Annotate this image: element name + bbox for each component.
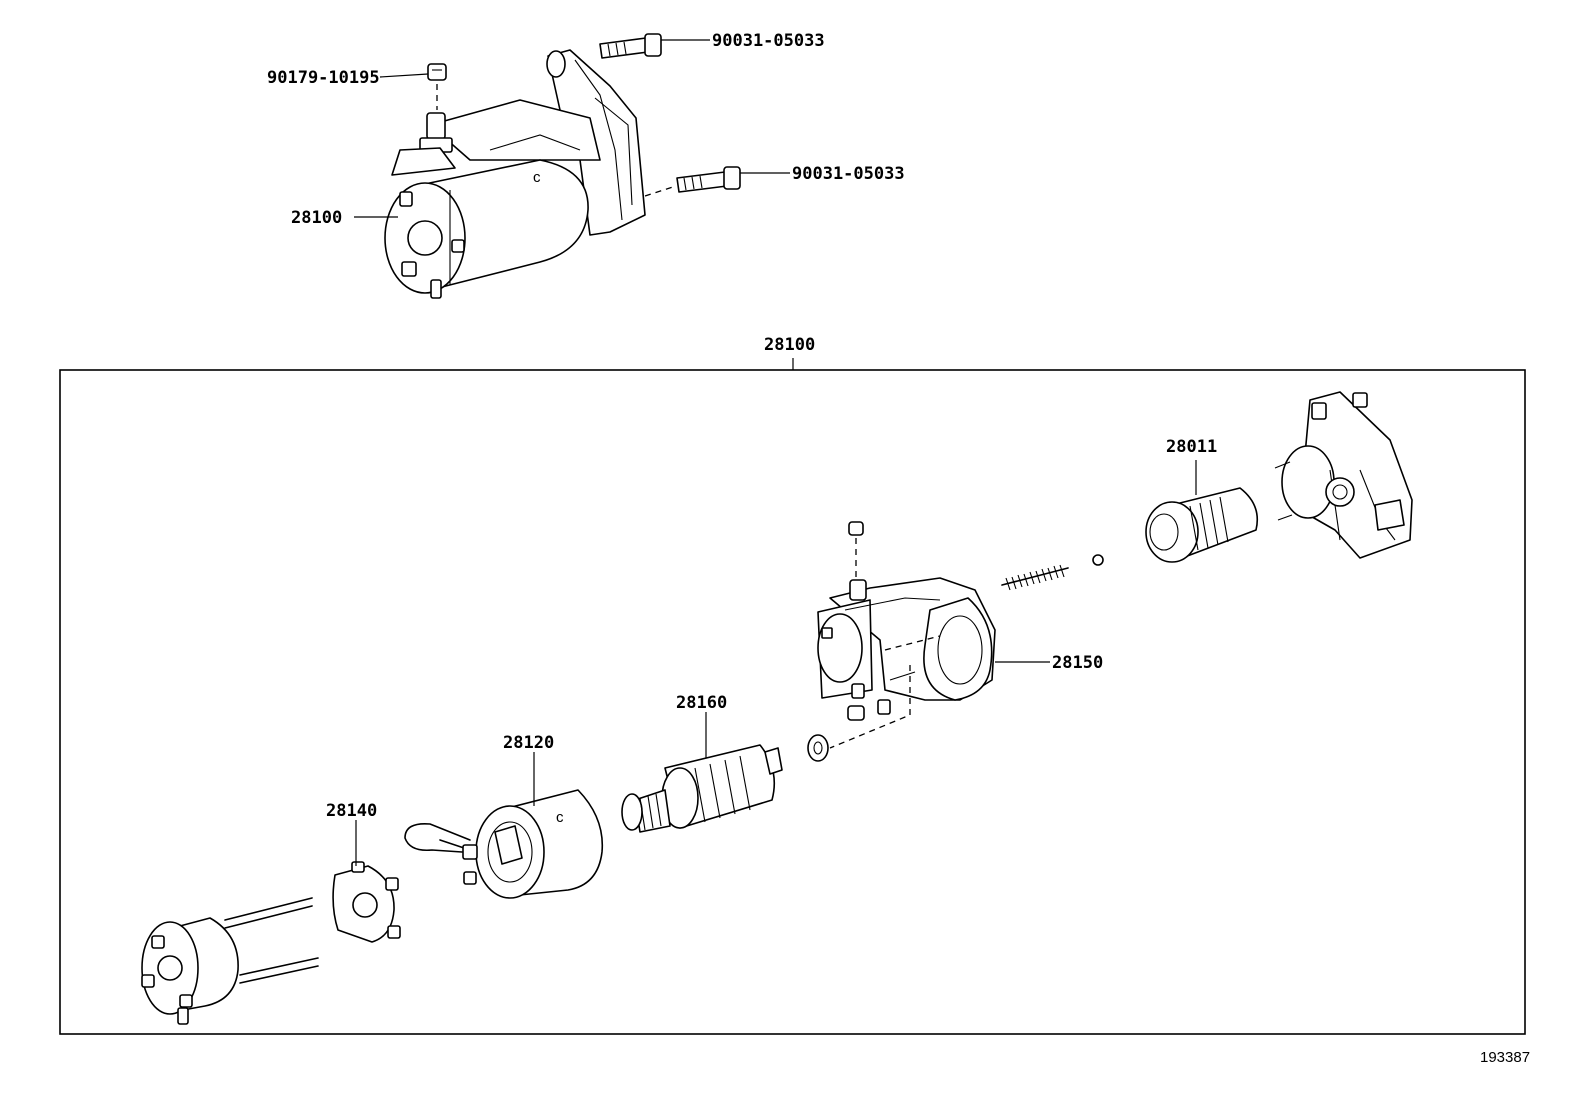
label-clutch: 28011 [1166, 437, 1217, 457]
label-nut: 90179-10195 [267, 68, 380, 88]
label-brush-holder: 28140 [326, 801, 377, 821]
label-yoke: 28120 [503, 733, 554, 753]
housing-part [817, 577, 996, 749]
plunger-part [877, 699, 891, 715]
exploded-view-frame [59, 369, 1526, 1035]
brush-holder-part [332, 861, 401, 943]
clutch-part [1092, 487, 1259, 566]
armature-part [621, 744, 783, 833]
yoke-part: c [404, 789, 604, 899]
end-frame-part [141, 897, 319, 1025]
small-nut-part [848, 521, 864, 578]
label-starter-assy: 28100 [291, 208, 342, 228]
yoke-mark: c [533, 169, 541, 186]
label-housing: 28150 [1052, 653, 1103, 673]
drive-housing-part [1274, 391, 1413, 559]
yoke-part-mark: c [556, 809, 564, 826]
bolt-upper-part [599, 33, 662, 59]
label-bolt-lower: 90031-05033 [792, 164, 905, 184]
plunger-cap-part [847, 705, 865, 721]
spring-part [1001, 564, 1069, 591]
nut-part [427, 63, 447, 110]
label-starter-assy-box: 28100 [764, 335, 815, 355]
starter-assembly-drawing: c [384, 49, 646, 299]
label-armature: 28160 [676, 693, 727, 713]
label-bolt-upper: 90031-05033 [712, 31, 825, 51]
washer-part [807, 734, 829, 762]
figure-number: 193387 [1480, 1049, 1530, 1066]
bolt-lower-part [644, 166, 741, 197]
